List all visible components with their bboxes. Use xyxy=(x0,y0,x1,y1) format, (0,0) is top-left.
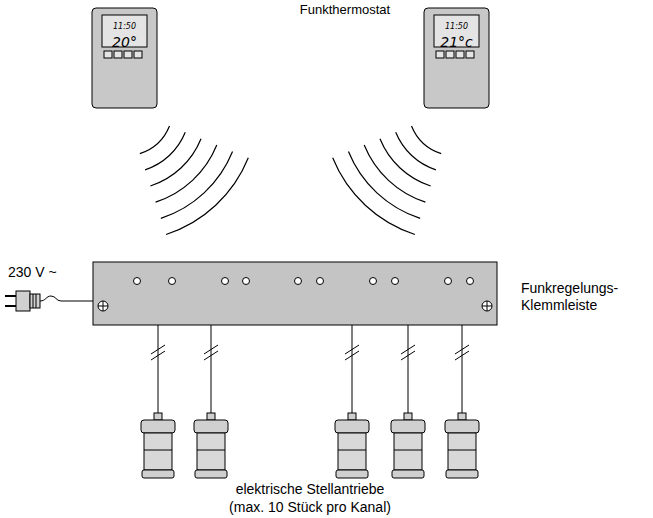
actuator-label: elektrische Stellantriebe xyxy=(130,481,490,497)
electric-actuator xyxy=(335,325,369,478)
electric-actuator xyxy=(445,325,479,478)
strip-label: Funkregelungs-Klemmleiste xyxy=(521,280,646,314)
display-temperature: 21°c xyxy=(440,35,473,50)
radio-wave xyxy=(348,151,420,218)
radio-wave xyxy=(364,145,425,202)
radio-thermostat: 11:50 21°c xyxy=(424,8,489,108)
electric-actuator xyxy=(141,325,175,478)
display-time: 11:50 xyxy=(113,23,136,31)
thermostat-right xyxy=(424,8,489,108)
display-time: 11:50 xyxy=(445,23,468,31)
actuator-note: (max. 10 Stück pro Kanal) xyxy=(130,499,490,515)
radio-wave xyxy=(411,126,441,154)
mains-plug xyxy=(5,291,93,311)
radio-wave xyxy=(166,158,248,235)
label-holder: Funkregelungs-Klemmleiste xyxy=(521,280,646,314)
label-holder: (max. 10 Stück pro Kanal) xyxy=(130,499,490,515)
electric-actuator xyxy=(391,325,425,478)
radio-thermostat: 11:50 20° xyxy=(92,8,157,108)
radio-wave xyxy=(140,126,170,154)
electric-actuator xyxy=(194,325,228,478)
display-temperature: 20° xyxy=(112,35,137,50)
voltage-label: 230 V ~ xyxy=(8,264,88,280)
lcd-display: 11:50 20° xyxy=(102,15,147,47)
title: Funkthermostat xyxy=(200,3,490,18)
radio-wave xyxy=(396,132,436,169)
radio-wave xyxy=(333,158,415,235)
radio-waves xyxy=(140,126,441,235)
radio-wave xyxy=(161,151,233,218)
thermostat-left xyxy=(92,8,157,108)
terminal-strip: Funkregelungs-Klemmleiste xyxy=(93,262,497,325)
terminal-strip xyxy=(93,262,497,325)
actuators xyxy=(141,325,479,478)
label-holder: 230 V ~ xyxy=(8,264,88,280)
label-holder: elektrische Stellantriebe xyxy=(130,481,490,497)
lcd-display: 11:50 21°c xyxy=(434,15,479,47)
radio-wave xyxy=(156,145,217,202)
title-holder: Funkthermostat xyxy=(200,3,490,18)
radio-wave xyxy=(145,132,185,169)
